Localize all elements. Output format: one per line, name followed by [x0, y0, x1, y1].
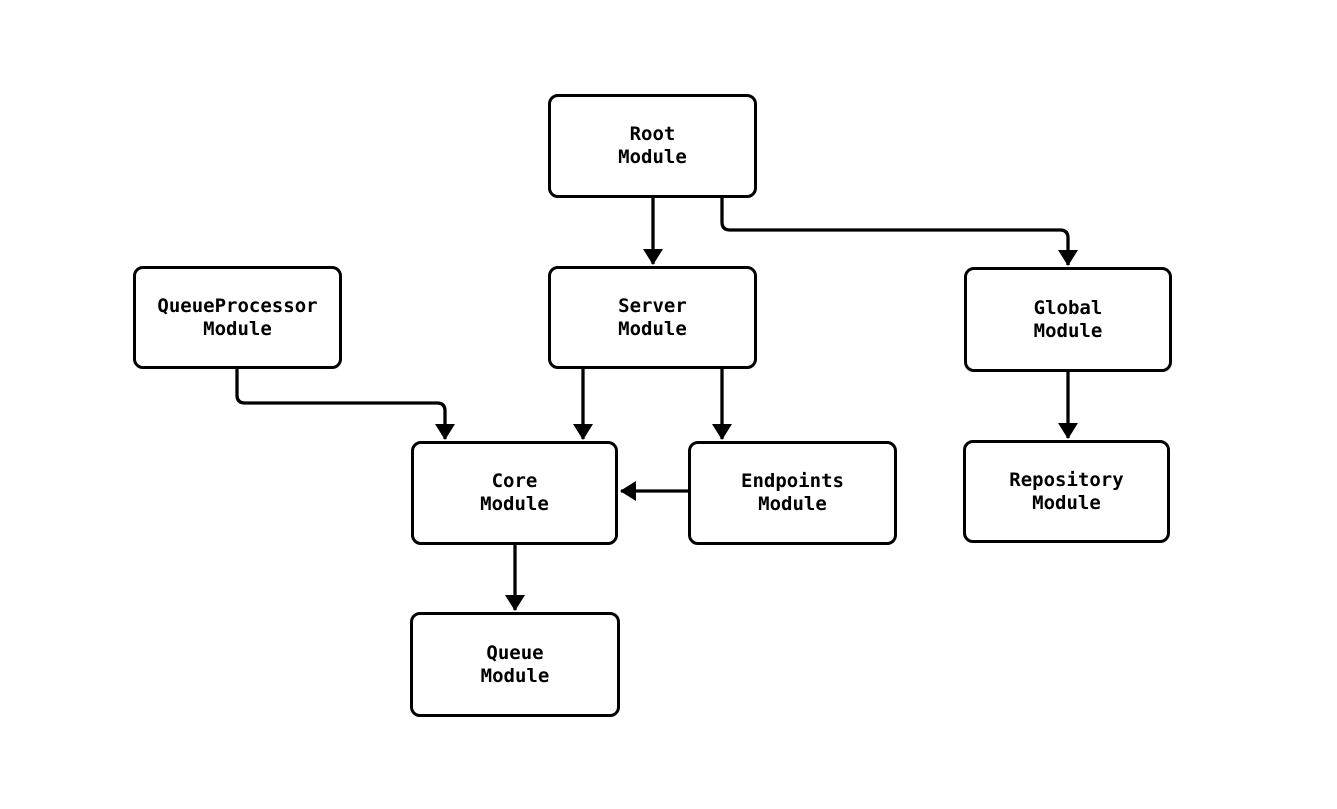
- node-label: Module: [618, 317, 687, 340]
- node-label: Module: [480, 493, 549, 515]
- node-queueprocessor-module: QueueProcessor Module: [133, 266, 342, 369]
- node-label: Module: [480, 664, 550, 687]
- node-label: Endpoints: [741, 470, 844, 492]
- node-label: Module: [1033, 319, 1103, 342]
- node-label: Root: [629, 123, 676, 145]
- node-label: Queue: [486, 641, 544, 664]
- node-core-module: Core Module: [411, 441, 618, 545]
- node-label: Server: [618, 294, 687, 317]
- node-server-module: Server Module: [548, 266, 757, 369]
- node-endpoints-module: Endpoints Module: [688, 441, 897, 545]
- node-label: QueueProcessor: [157, 294, 318, 317]
- node-root-module: Root Module: [548, 94, 757, 198]
- node-label: Repository: [1009, 468, 1124, 491]
- edge-queueprocessor-to-core: [235, 369, 455, 440]
- node-label: Module: [203, 317, 272, 340]
- node-label: Module: [618, 146, 687, 168]
- node-repository-module: Repository Module: [963, 440, 1170, 543]
- edge-root-to-global: [720, 198, 1078, 266]
- node-label: Global: [1033, 296, 1103, 319]
- node-label: Core: [491, 470, 538, 492]
- node-label: Module: [758, 493, 827, 515]
- node-queue-module: Queue Module: [410, 612, 620, 717]
- node-label: Module: [1032, 491, 1101, 514]
- node-global-module: Global Module: [964, 267, 1172, 372]
